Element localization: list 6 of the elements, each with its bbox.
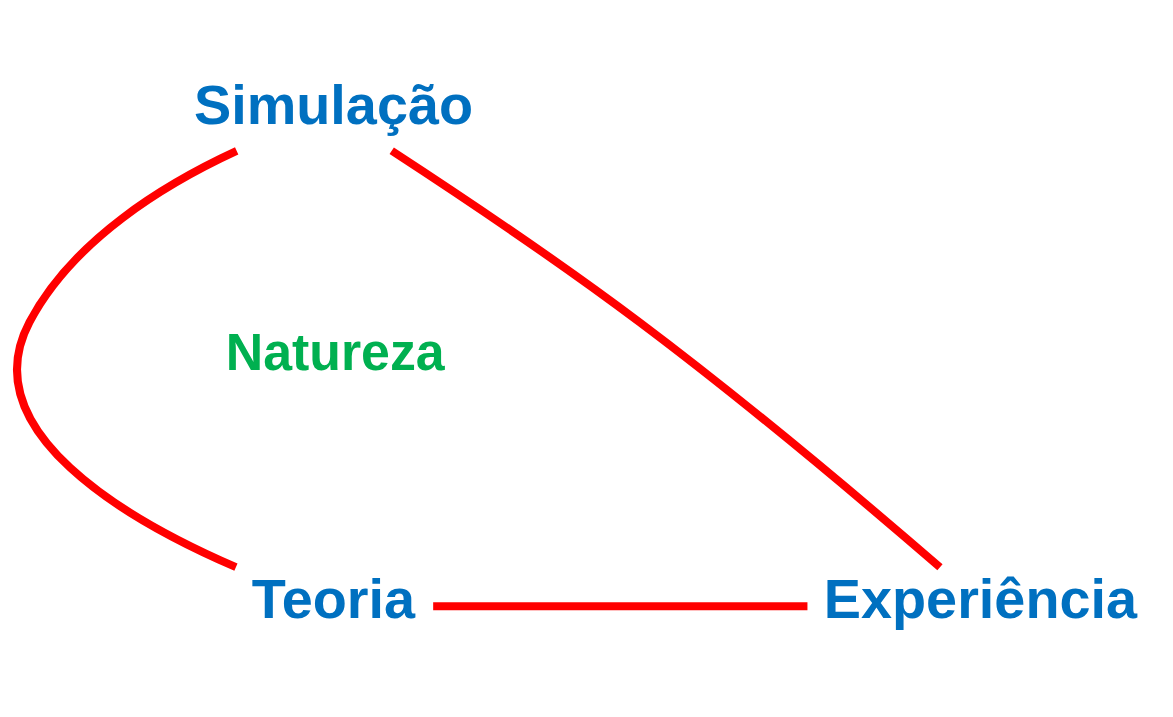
node-text: Simulação xyxy=(193,72,474,136)
node-text: Experiência xyxy=(823,566,1138,630)
node-text: Teoria xyxy=(251,566,416,630)
connector xyxy=(13,146,239,571)
label: Natureza xyxy=(225,322,445,381)
connector xyxy=(389,146,943,570)
